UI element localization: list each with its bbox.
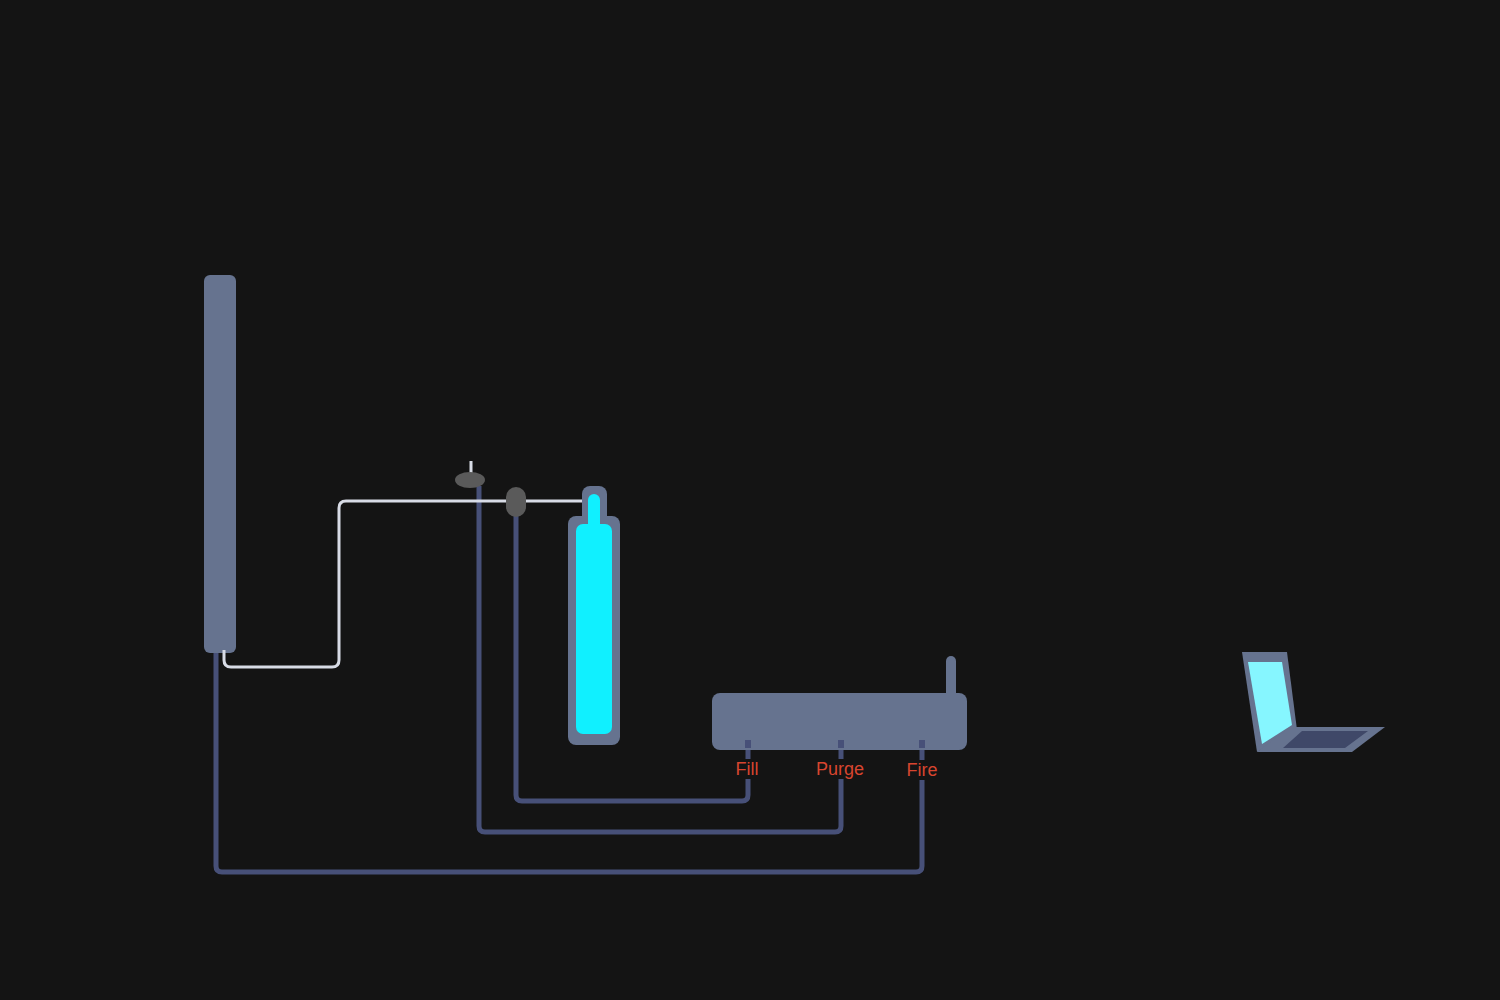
cylinder bbox=[568, 516, 620, 745]
purge-wire bbox=[479, 486, 841, 832]
tube bbox=[204, 275, 236, 653]
laptop-base bbox=[1257, 727, 1385, 752]
fill-wire bbox=[516, 512, 748, 801]
port bbox=[919, 740, 925, 748]
cylinder-gas bbox=[576, 524, 612, 734]
pin-name: Purge bbox=[814, 759, 866, 779]
laptop-keyboard bbox=[1283, 731, 1368, 748]
controller bbox=[712, 693, 967, 750]
fill-valve bbox=[506, 487, 526, 517]
gas-pipe bbox=[224, 501, 596, 667]
pin-name: Fire bbox=[905, 760, 940, 780]
port bbox=[838, 740, 844, 748]
port bbox=[745, 740, 751, 748]
purge-valve bbox=[455, 472, 485, 488]
pin-name: Fill bbox=[734, 759, 761, 779]
